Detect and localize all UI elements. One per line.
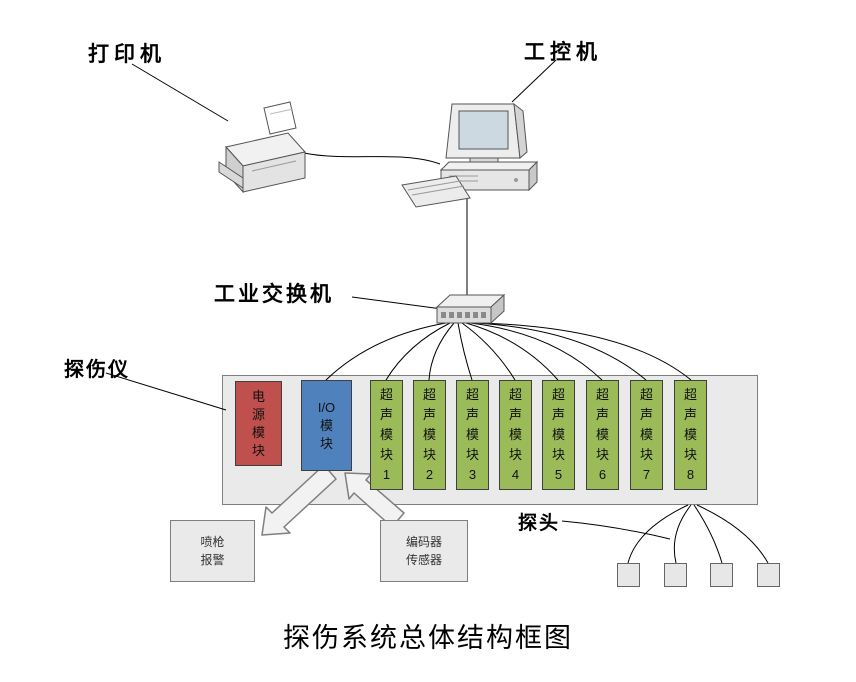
switch-label: 工业交换机 bbox=[214, 283, 334, 306]
label-pointer-lines bbox=[105, 59, 671, 540]
printer-icon bbox=[218, 101, 306, 194]
printer-computer-line bbox=[303, 152, 441, 165]
probe-label-line bbox=[561, 520, 671, 540]
probe-label: 探头 bbox=[518, 513, 561, 534]
ultrasonic-module-1: 超 声 模 块 1 bbox=[370, 380, 403, 490]
keyboard-icon bbox=[401, 175, 471, 208]
detector-label: 探伤仪 bbox=[64, 359, 130, 381]
probe-square-3 bbox=[710, 563, 733, 587]
encoder-sensor-box: 编码器 传感器 bbox=[380, 520, 468, 582]
ultrasonic-module-6: 超 声 模 块 6 bbox=[586, 380, 619, 490]
printer-label-line bbox=[131, 63, 229, 122]
computer-label: 工控机 bbox=[524, 41, 602, 64]
spray-gun-alarm-box: 喷枪 报警 bbox=[170, 520, 255, 582]
diagram-title: 探伤系统总体结构框图 bbox=[283, 623, 573, 653]
computer-icon bbox=[401, 102, 539, 208]
switch-to-module-lines bbox=[325, 322, 692, 381]
ultrasonic-module-7: 超 声 模 块 7 bbox=[630, 380, 663, 490]
probe-wires bbox=[627, 504, 769, 564]
switch-label-line bbox=[351, 296, 443, 310]
switch-icon bbox=[435, 293, 506, 325]
probe-square-2 bbox=[664, 563, 687, 587]
detector-label-line bbox=[105, 372, 227, 411]
computer-label-line bbox=[511, 59, 557, 103]
ultrasonic-module-8: 超 声 模 块 8 bbox=[674, 380, 707, 490]
power-module: 电 源 模 块 bbox=[235, 381, 282, 466]
probe-square-1 bbox=[617, 563, 640, 587]
arrow-io-to-alarm bbox=[261, 464, 337, 536]
io-module: I/O 模 块 bbox=[301, 380, 352, 471]
io-signal-arrows bbox=[261, 464, 405, 536]
ultrasonic-module-4: 超 声 模 块 4 bbox=[499, 380, 532, 490]
ultrasonic-module-2: 超 声 模 块 2 bbox=[413, 380, 446, 490]
printer-label: 打印机 bbox=[88, 43, 166, 66]
ultrasonic-module-3: 超 声 模 块 3 bbox=[456, 380, 489, 490]
probe-square-4 bbox=[757, 563, 780, 587]
connection-lines bbox=[303, 152, 468, 297]
ultrasonic-module-5: 超 声 模 块 5 bbox=[542, 380, 575, 490]
